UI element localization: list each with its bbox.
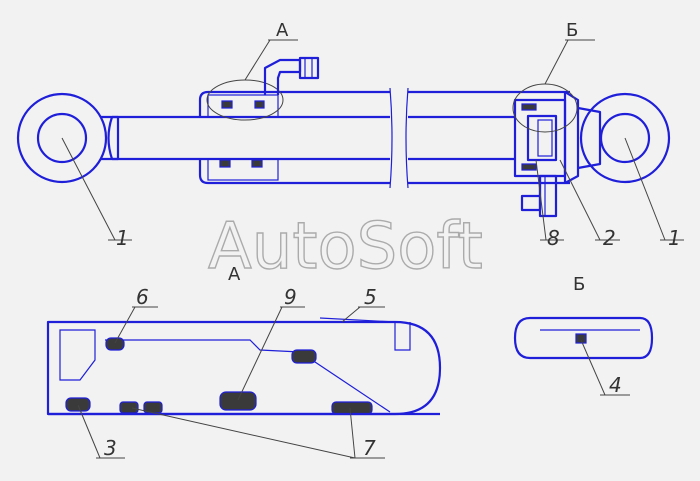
callout-6: 6 (136, 285, 149, 309)
left-eye (16, 92, 120, 184)
watermark-text: AutoSoft (208, 210, 483, 284)
callout-1-left: 1 (116, 226, 129, 250)
view-label-b-top: Б (566, 20, 578, 41)
view-label-b-detail: Б (573, 274, 585, 295)
callout-3: 3 (104, 436, 117, 460)
callout-1-right: 1 (668, 226, 681, 250)
view-label-a-detail: А (228, 264, 241, 285)
callout-5: 5 (364, 285, 377, 309)
leader-lines (61, 39, 684, 459)
callout-4: 4 (609, 373, 622, 397)
callout-2: 2 (603, 226, 616, 250)
callout-8: 8 (547, 226, 560, 250)
cylinder-tube-left (198, 56, 390, 185)
break-lines (389, 87, 409, 189)
view-label-a-top: А (276, 20, 289, 41)
detail-a (46, 317, 442, 416)
detail-b (513, 316, 654, 360)
piston-rod (107, 115, 390, 161)
cylinder-tube-right (408, 83, 580, 218)
callout-9: 9 (284, 285, 297, 309)
callout-7: 7 (363, 436, 376, 460)
right-eye (577, 92, 671, 184)
